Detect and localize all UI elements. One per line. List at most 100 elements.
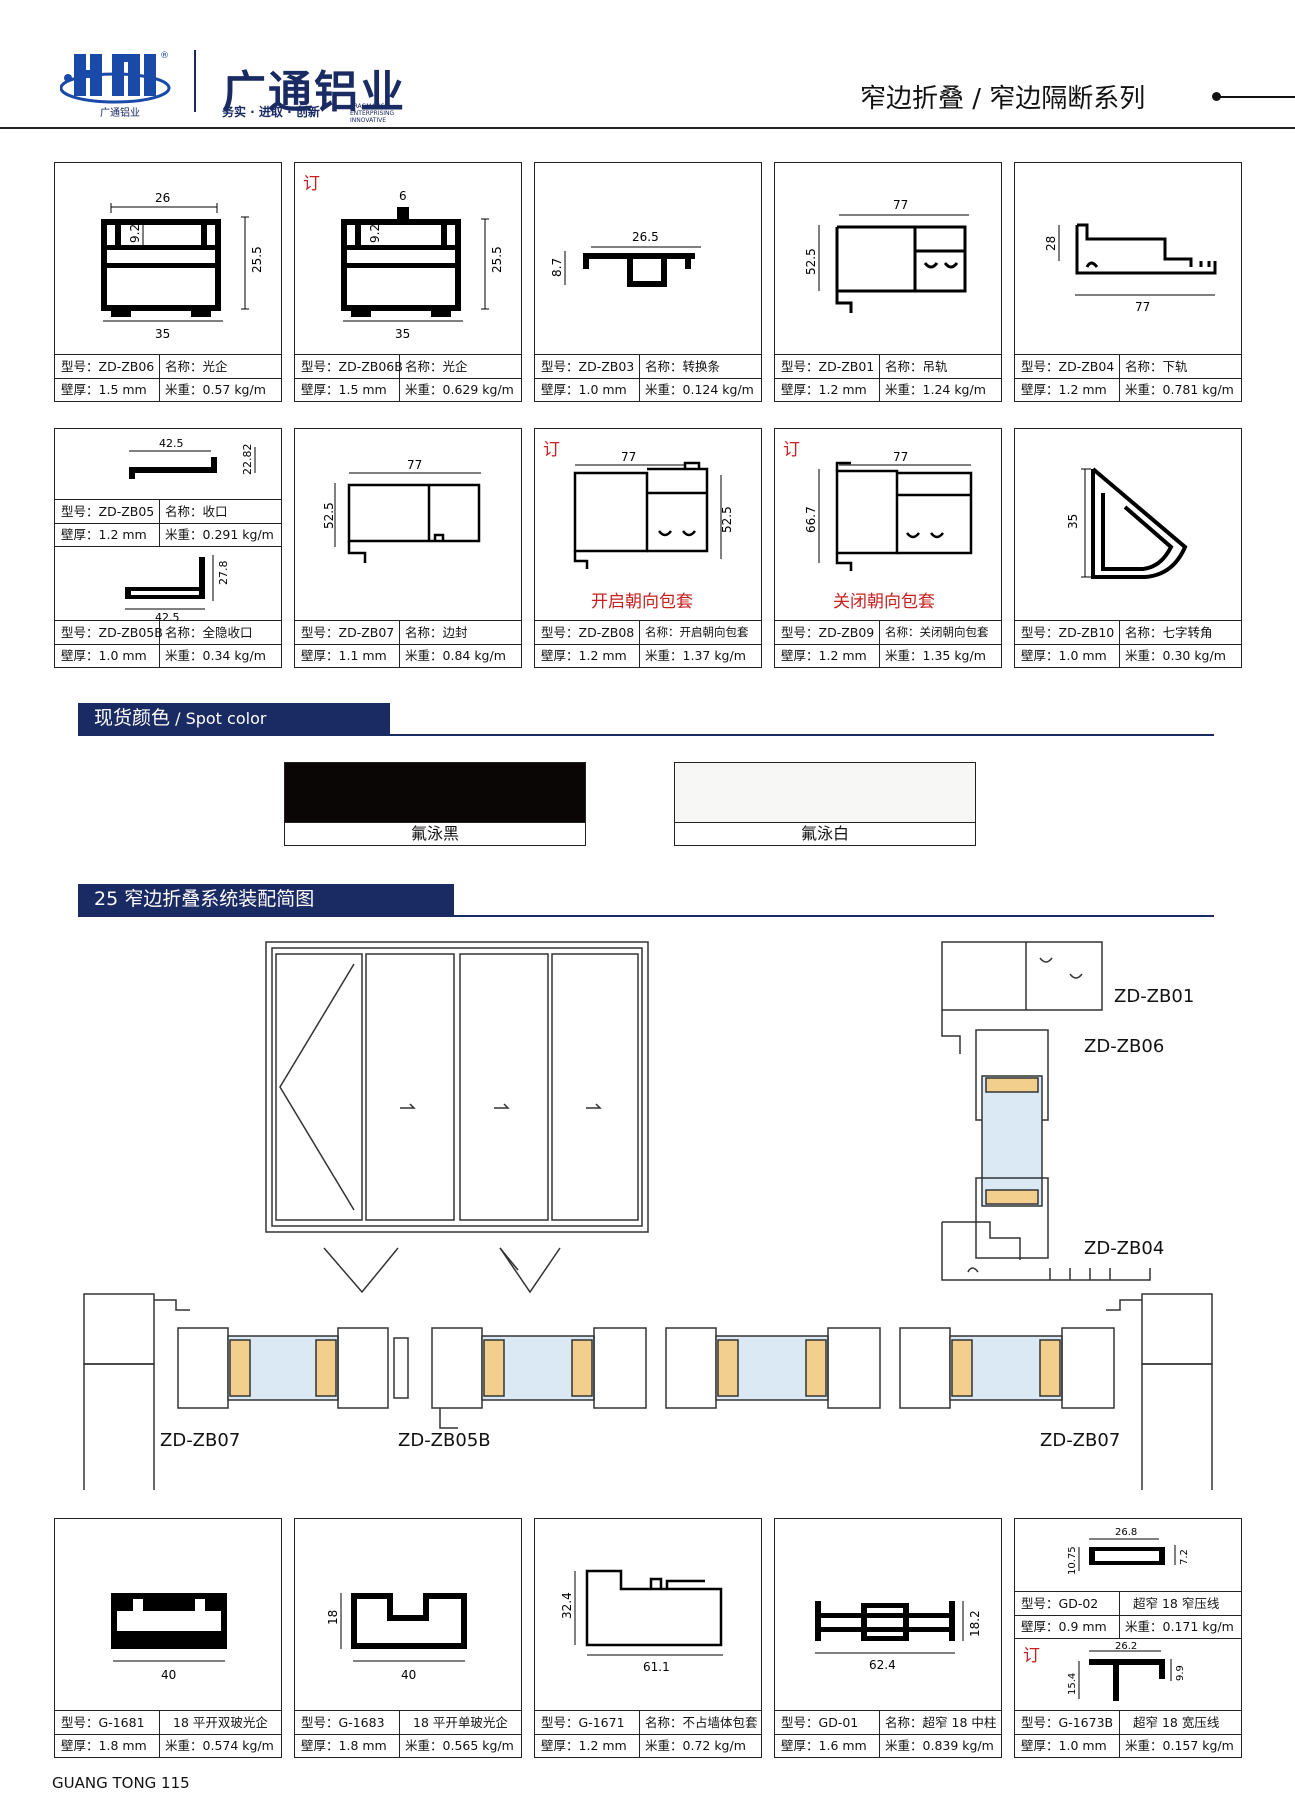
- model-value: G-1683: [338, 1715, 385, 1730]
- door-elevation: [265, 941, 649, 1294]
- swatch-label: 氟泳白: [675, 822, 975, 845]
- dim-width: 26.2: [1115, 1641, 1137, 1652]
- dim-base: 35: [395, 327, 410, 341]
- name-value: 关闭朝向包套: [919, 625, 989, 639]
- dim-height: 22.82: [241, 444, 254, 476]
- svg-text:®: ®: [160, 51, 169, 61]
- wall-value: 1.1 mm: [338, 648, 387, 663]
- dim-width: 40: [401, 1668, 416, 1682]
- name-value: 18 平开双玻光企: [173, 1715, 268, 1730]
- dim-height: 15.4: [1067, 1673, 1078, 1695]
- profile-drawing: 28 77: [1044, 223, 1217, 314]
- dim-height: 35: [1066, 514, 1080, 529]
- weight-value: 0.57 kg/m: [202, 382, 266, 397]
- assembly-diagram: [83, 941, 1213, 1490]
- model-value: G-1681: [98, 1715, 145, 1730]
- section-title-en: / Spot color: [170, 709, 267, 728]
- header-divider: [194, 50, 196, 112]
- wall-value: 1.6 mm: [818, 1738, 867, 1753]
- profile-drawing: 77 66.7: [804, 450, 973, 571]
- model-value: G-1671: [578, 1715, 625, 1730]
- profile-drawing: 26 9.2 25.5 35: [101, 191, 264, 341]
- wall-value: 1.0 mm: [1058, 648, 1107, 663]
- weight-value: 0.34 kg/m: [202, 648, 266, 663]
- profile-drawing: 32.4 61.1: [560, 1569, 723, 1674]
- dim-height: 52.5: [720, 506, 734, 533]
- profile-drawing-gd-02: 26.8 10.75 7.2: [1067, 1527, 1190, 1575]
- brand-logo: ® 广通铝业: [59, 48, 178, 120]
- section-rule: [78, 734, 1214, 736]
- label-zd-zb06: ZD-ZB06: [1084, 1036, 1165, 1057]
- dim-height: 28: [1044, 236, 1058, 251]
- dim-top: 6: [399, 189, 407, 203]
- name-value: 不占墙体包套: [682, 1715, 758, 1730]
- weight-value: 0.72 kg/m: [682, 1738, 746, 1753]
- dim-height: 18: [326, 1610, 340, 1625]
- dim-width: 26.5: [632, 230, 659, 244]
- dim-height: 27.8: [217, 561, 230, 586]
- section-assembly: 25 窄边折叠系统装配简图: [78, 884, 454, 915]
- name-value: 光企: [202, 359, 228, 374]
- weight-value: 0.565 kg/m: [442, 1738, 514, 1753]
- profile-drawing: 35: [1066, 467, 1188, 579]
- name-value: 边封: [442, 625, 468, 640]
- weight-value: 0.157 kg/m: [1162, 1738, 1234, 1753]
- dim-width: 77: [1135, 300, 1150, 314]
- profile-drawing-zb05b: 27.8 42.5: [125, 555, 230, 623]
- dim-width: 61.1: [643, 1660, 670, 1674]
- label-zd-zb01: ZD-ZB01: [1114, 986, 1195, 1007]
- section-title: 现货颜色: [94, 707, 171, 729]
- wall-value: 1.8 mm: [98, 1738, 147, 1753]
- dim-width: 77: [893, 450, 908, 464]
- name-value: 光企: [442, 359, 468, 374]
- weight-value: 0.30 kg/m: [1162, 648, 1226, 663]
- name-value: 开启朝向包套: [679, 625, 749, 639]
- swatch-white: 氟泳白: [674, 762, 976, 846]
- dim-side: 7.2: [1179, 1549, 1190, 1565]
- profile-drawing: 77 52.5: [322, 458, 481, 563]
- profile-drawing: 6 9.2 25.5 35: [341, 189, 504, 341]
- dim-width: 26: [155, 191, 170, 205]
- dim-inner: 9.2: [128, 224, 142, 243]
- wall-value: 1.0 mm: [98, 648, 147, 663]
- weight-value: 1.35 kg/m: [922, 648, 986, 663]
- wall-value: 1.2 mm: [818, 382, 867, 397]
- model-value: ZD-ZB04: [1058, 359, 1115, 374]
- profile-drawing: 40: [111, 1593, 227, 1682]
- dim-height: 52.5: [804, 248, 818, 275]
- weight-value: 0.781 kg/m: [1162, 382, 1234, 397]
- wall-value: 1.2 mm: [578, 1738, 627, 1753]
- label-zd-zb07-left: ZD-ZB07: [160, 1430, 241, 1451]
- section-title: 25 窄边折叠系统装配简图: [94, 888, 315, 910]
- series-dot: [1212, 92, 1221, 101]
- dim-width: 40: [161, 1668, 176, 1682]
- vertical-section: [941, 941, 1151, 1281]
- dim-height: 18.2: [968, 1610, 982, 1637]
- name-value: 超窄 18 中柱: [922, 1715, 997, 1730]
- wall-value: 1.2 mm: [818, 648, 867, 663]
- wall-value: 1.5 mm: [338, 382, 387, 397]
- order-mark: 订: [303, 174, 320, 194]
- dim-width: 42.5: [159, 437, 184, 450]
- model-value: ZD-ZB08: [578, 625, 635, 640]
- model-value: G-1673B: [1058, 1715, 1114, 1730]
